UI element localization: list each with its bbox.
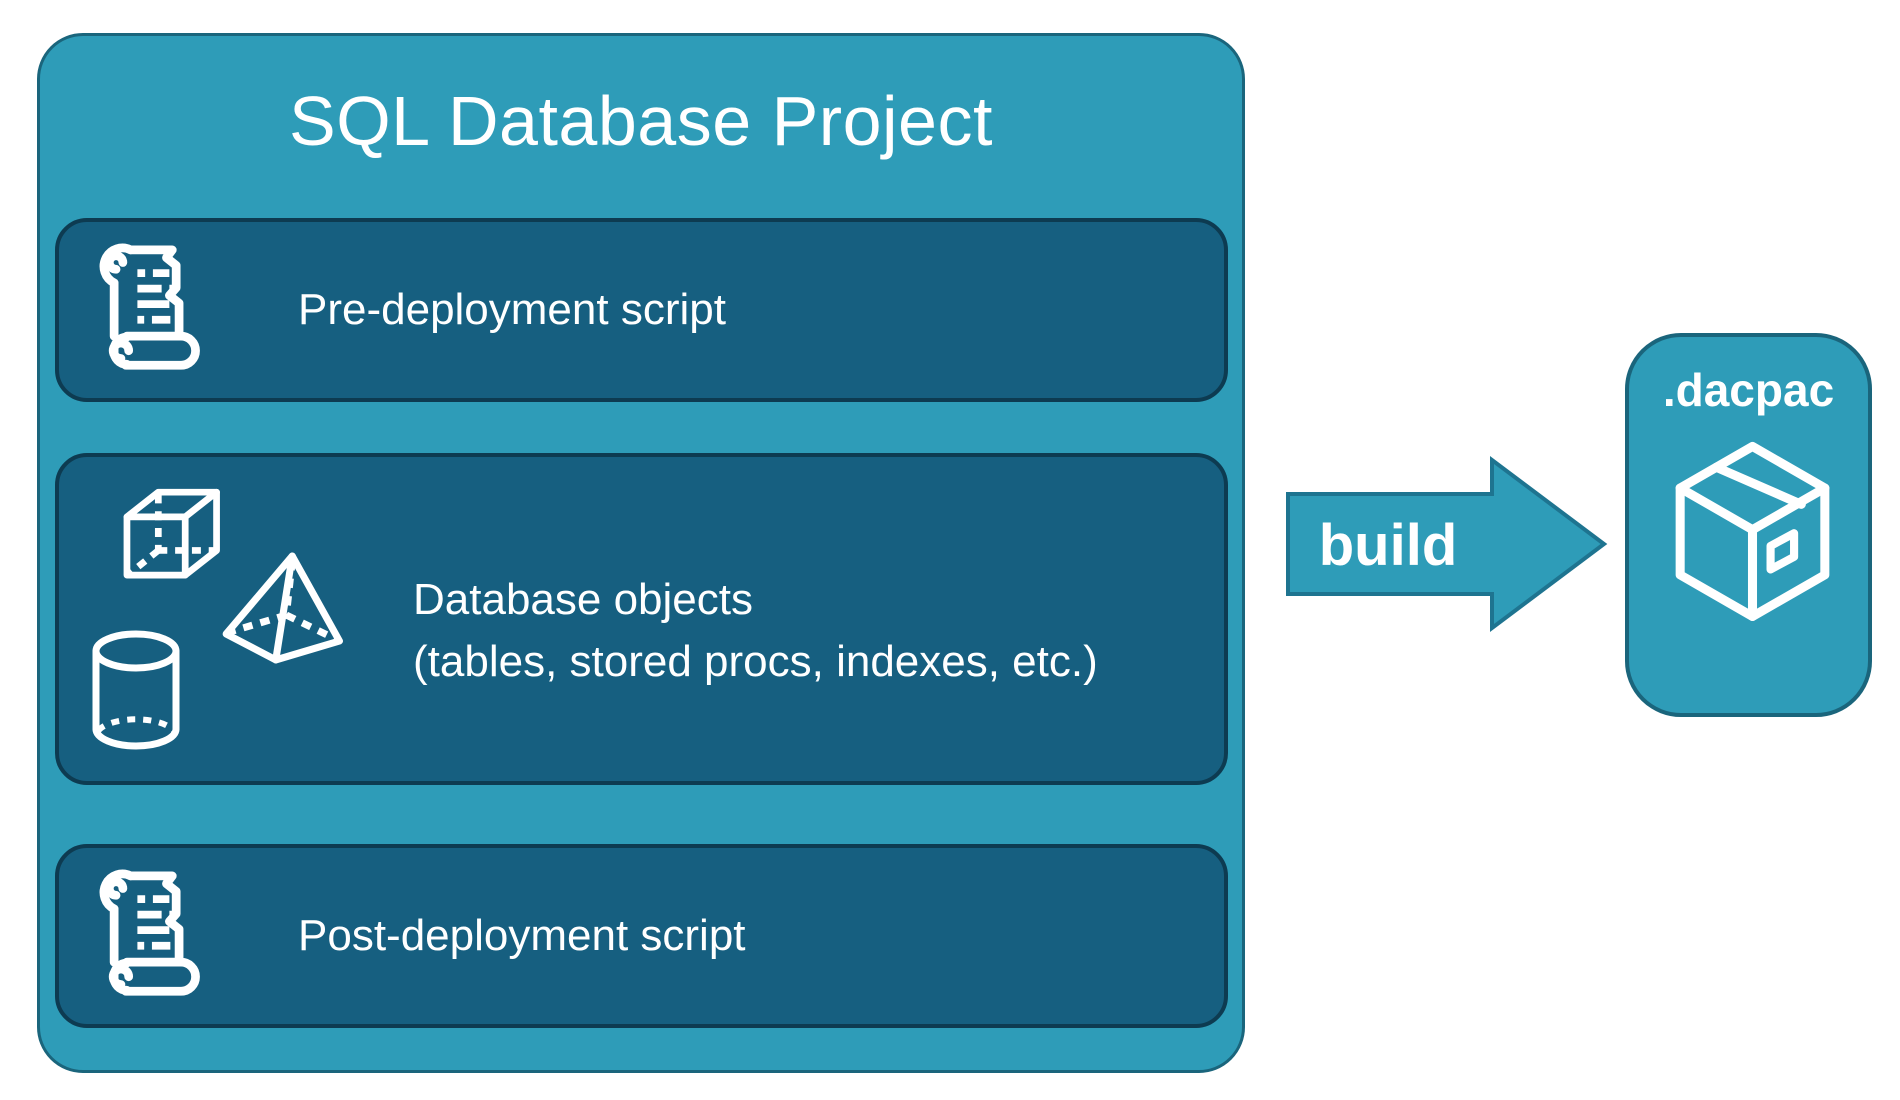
database-objects-box: Database objects (tables, stored procs, … [55,453,1228,785]
scroll-icon [87,863,213,1009]
build-label: build [1318,513,1458,578]
pre-deployment-script-label: Pre-deployment script [298,285,726,334]
scroll-icon [87,237,213,383]
cube-icon [115,481,233,593]
cylinder-icon [86,627,186,757]
project-title: SQL Database Project [289,82,993,160]
arrow-right-shape [1284,456,1610,632]
package-icon [1662,432,1843,649]
pyramid-icon [214,549,354,667]
pre-deployment-script-box: Pre-deployment script [55,218,1228,402]
database-objects-label-block: Database objects (tables, stored procs, … [413,569,1098,693]
dacpac-label: .dacpac [1662,364,1835,416]
database-objects-sublabel: (tables, stored procs, indexes, etc.) [413,637,1098,686]
post-deployment-script-label: Post-deployment script [298,911,746,960]
post-deployment-script-box: Post-deployment script [55,844,1228,1028]
dacpac-box: .dacpac [1625,333,1872,717]
database-objects-label: Database objects [413,575,753,624]
sql-database-project-container: SQL Database Project [37,33,1245,1073]
